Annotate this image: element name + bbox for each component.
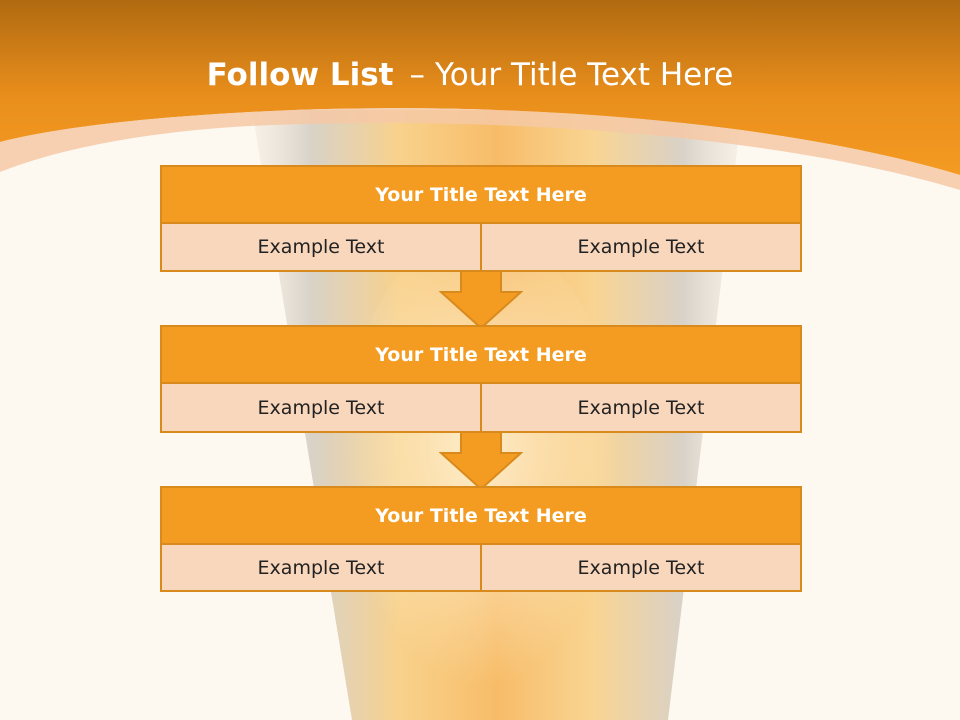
page-title: Follow List–Your Title Text Here: [0, 54, 940, 96]
title-dash: –: [409, 57, 425, 93]
block-title: Your Title Text Here: [162, 327, 800, 384]
arrow-down-icon: [439, 431, 523, 491]
block-cell-right: Example Text: [480, 224, 800, 270]
header-swoosh: [0, 108, 960, 190]
title-rest: Your Title Text Here: [434, 57, 734, 93]
arrow-down-icon: [439, 270, 523, 330]
follow-block-3: Your Title Text Here Example Text Exampl…: [160, 486, 802, 592]
block-row: Example Text Example Text: [162, 545, 800, 590]
block-cell-right: Example Text: [480, 384, 800, 431]
title-bold: Follow List: [206, 57, 394, 93]
block-cell-right: Example Text: [480, 545, 800, 590]
follow-block-2: Your Title Text Here Example Text Exampl…: [160, 325, 802, 433]
header-band: [0, 0, 960, 175]
block-cell-left: Example Text: [257, 236, 385, 258]
block-cell-left: Example Text: [257, 556, 385, 579]
block-cell-left: Example Text: [257, 396, 385, 419]
block-title: Your Title Text Here: [162, 488, 800, 545]
block-row: Example Text Example Text: [162, 224, 800, 270]
block-title: Your Title Text Here: [162, 167, 800, 224]
follow-block-1: Your Title Text Here Example Text Exampl…: [160, 165, 802, 272]
block-row: Example Text Example Text: [162, 384, 800, 431]
